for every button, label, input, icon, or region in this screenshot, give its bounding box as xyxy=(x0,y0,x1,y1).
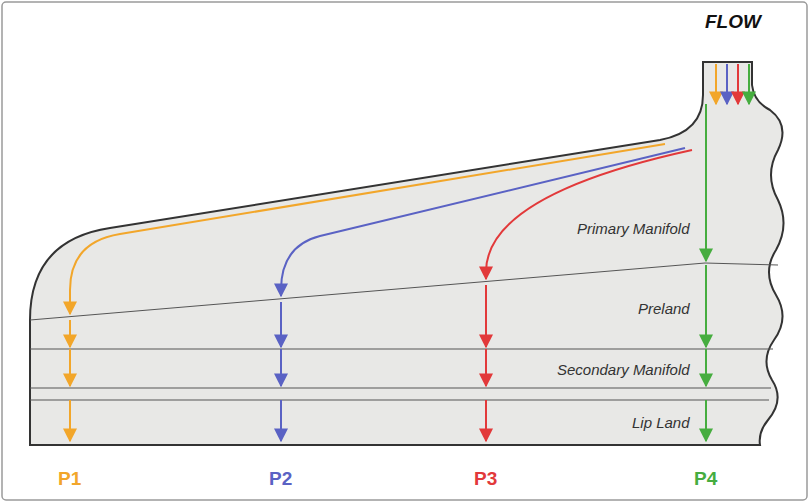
flow-label: FLOW xyxy=(705,12,761,33)
path-label: P4 xyxy=(694,469,717,490)
path-label: P3 xyxy=(474,469,497,490)
band-label: Secondary Manifold xyxy=(555,362,692,379)
band-label: Preland xyxy=(636,301,692,318)
die-body xyxy=(30,62,784,445)
band-lines xyxy=(30,263,778,400)
band-label: Primary Manifold xyxy=(575,221,692,238)
path-label: P2 xyxy=(269,469,292,490)
path-label: P1 xyxy=(58,469,81,490)
flow-paths xyxy=(70,64,749,441)
band-label: Lip Land xyxy=(630,415,692,432)
